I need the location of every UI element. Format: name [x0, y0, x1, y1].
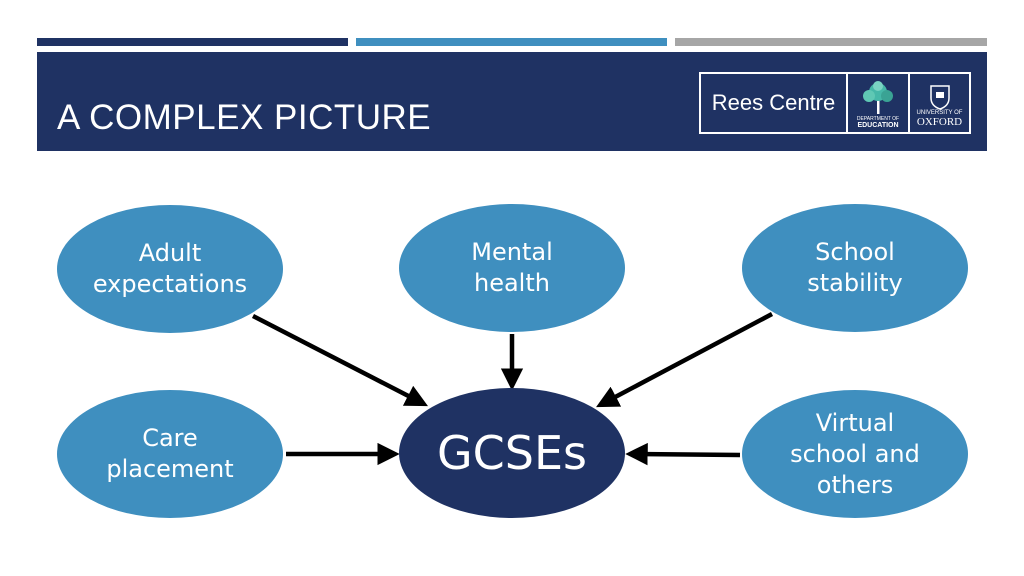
accent-stripe-blue — [356, 38, 667, 46]
node-gcses: GCSEs — [399, 388, 625, 518]
node-care-placement: Care placement — [57, 390, 283, 518]
node-mental-health: Mental health — [399, 204, 625, 332]
crest-icon — [929, 85, 950, 110]
node-care-line-2: placement — [106, 455, 234, 483]
node-school-line-1: School — [815, 238, 895, 266]
arrow-school-to-gcses — [596, 312, 774, 408]
rees-centre-logo: Rees Centre — [701, 74, 848, 132]
title-banner: A COMPLEX PICTURE Rees Centre DEPARTMENT… — [37, 52, 987, 151]
tree-icon — [863, 81, 893, 114]
arrow-adult-to-gcses — [251, 313, 429, 407]
node-adult-line-2: expectations — [92, 270, 248, 298]
node-school-line-2: stability — [807, 269, 903, 297]
logo-block: Rees Centre DEPARTMENT OF EDUCATION UNIV… — [699, 72, 971, 134]
accent-stripe-navy — [37, 38, 348, 46]
dept-small-text: DEPARTMENT OF — [856, 116, 900, 122]
node-care-line-1: Care — [142, 424, 198, 452]
node-virtual-line-2: school and — [790, 439, 920, 468]
arrow-virtual-to-gcses — [625, 442, 741, 466]
node-mental-line-1: Mental — [471, 238, 553, 266]
node-gcses-label: GCSEs — [437, 426, 587, 480]
node-adult-line-1: Adult — [138, 239, 202, 267]
node-mental-line-2: health — [474, 269, 550, 297]
univ-main-text: OXFORD — [916, 116, 963, 128]
slide-title: A COMPLEX PICTURE — [57, 98, 432, 137]
node-virtual-line-3: others — [816, 470, 894, 499]
node-virtual-line-1: Virtual — [815, 408, 895, 437]
node-virtual-school: Virtual school and others — [742, 390, 968, 518]
department-of-education-logo: DEPARTMENT OF EDUCATION — [848, 74, 910, 132]
node-school-stability: School stability — [742, 204, 968, 332]
dept-main-text: EDUCATION — [857, 122, 899, 129]
univ-small-text: UNIVERSITY OF — [916, 110, 963, 116]
accent-stripe-grey — [675, 38, 987, 46]
oxford-logo: UNIVERSITY OF OXFORD — [910, 74, 969, 132]
rees-centre-text: Rees Centre — [711, 90, 836, 115]
node-adult-expectations: Adult expectations — [57, 205, 283, 333]
